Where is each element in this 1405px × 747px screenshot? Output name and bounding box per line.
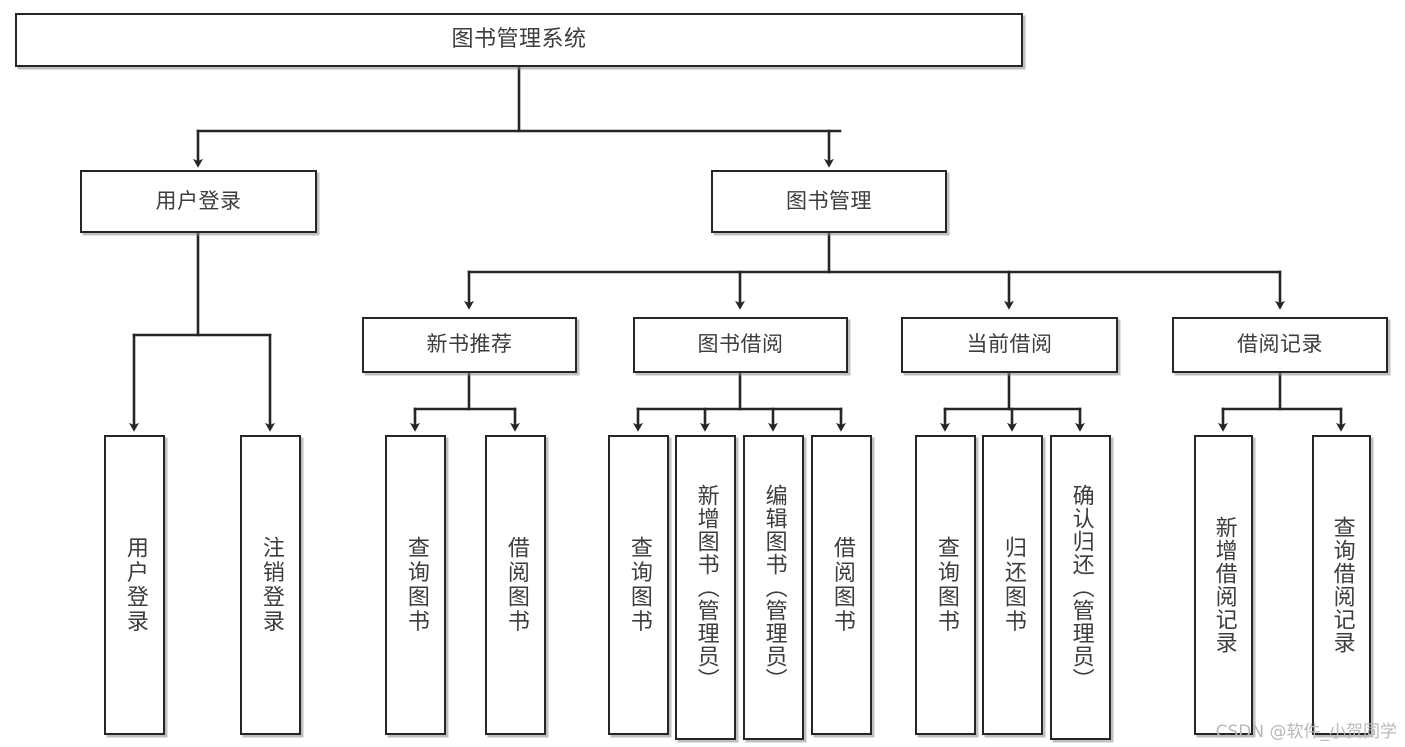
leaf-recommend-borrow-book[interactable]: 借阅图书: [485, 435, 546, 735]
node-user-login[interactable]: 用户登录: [80, 170, 317, 233]
leaf-borrow-edit-book-admin[interactable]: 编辑图书（管理员）: [743, 435, 804, 740]
node-label: 借阅记录: [1237, 332, 1323, 357]
node-label: 用户登录: [155, 188, 242, 213]
node-label: 用户登录: [122, 536, 148, 634]
node-root-system[interactable]: 图书管理系统: [15, 13, 1023, 67]
node-label: 图书管理: [786, 188, 872, 213]
node-label: 借阅图书: [829, 536, 855, 634]
node-label: 查询图书: [403, 536, 429, 634]
node-label: 归还图书: [1000, 536, 1026, 634]
node-label: 新增借阅记录: [1211, 516, 1237, 654]
node-borrow-record[interactable]: 借阅记录: [1172, 317, 1388, 373]
node-label: 新书推荐: [426, 332, 513, 357]
node-label: 图书借阅: [697, 332, 784, 357]
node-new-book-recommend[interactable]: 新书推荐: [362, 317, 577, 373]
node-label: 当前借阅: [966, 332, 1053, 357]
leaf-borrow-borrow-book[interactable]: 借阅图书: [811, 435, 872, 735]
node-label: 图书管理系统: [451, 26, 587, 52]
node-label: 借阅图书: [503, 536, 529, 634]
node-label: 新增图书（管理员）: [693, 484, 719, 691]
csdn-watermark: CSDN @软件_小贺同学: [1215, 722, 1397, 742]
node-label: 注销登录: [258, 536, 284, 634]
leaf-current-return-book[interactable]: 归还图书: [982, 435, 1043, 735]
node-book-management[interactable]: 图书管理: [711, 170, 947, 233]
leaf-current-query-book[interactable]: 查询图书: [915, 435, 976, 735]
leaf-borrow-add-book-admin[interactable]: 新增图书（管理员）: [675, 435, 736, 740]
leaf-record-query-record[interactable]: 查询借阅记录: [1312, 435, 1371, 735]
node-label: 查询图书: [626, 536, 652, 634]
leaf-recommend-query-book[interactable]: 查询图书: [385, 435, 446, 735]
node-book-borrow[interactable]: 图书借阅: [633, 317, 848, 373]
node-label: 查询图书: [933, 536, 959, 634]
leaf-record-add-record[interactable]: 新增借阅记录: [1194, 435, 1253, 735]
leaf-borrow-query-book[interactable]: 查询图书: [608, 435, 669, 735]
leaf-user-login-logout[interactable]: 注销登录: [240, 435, 301, 735]
leaf-current-confirm-return-admin[interactable]: 确认归还（管理员）: [1050, 435, 1111, 740]
node-label: 编辑图书（管理员）: [761, 484, 787, 691]
node-label: 查询借阅记录: [1329, 516, 1355, 654]
node-current-borrow[interactable]: 当前借阅: [901, 317, 1118, 373]
leaf-user-login-login[interactable]: 用户登录: [104, 435, 165, 735]
node-label: 确认归还（管理员）: [1068, 484, 1094, 691]
